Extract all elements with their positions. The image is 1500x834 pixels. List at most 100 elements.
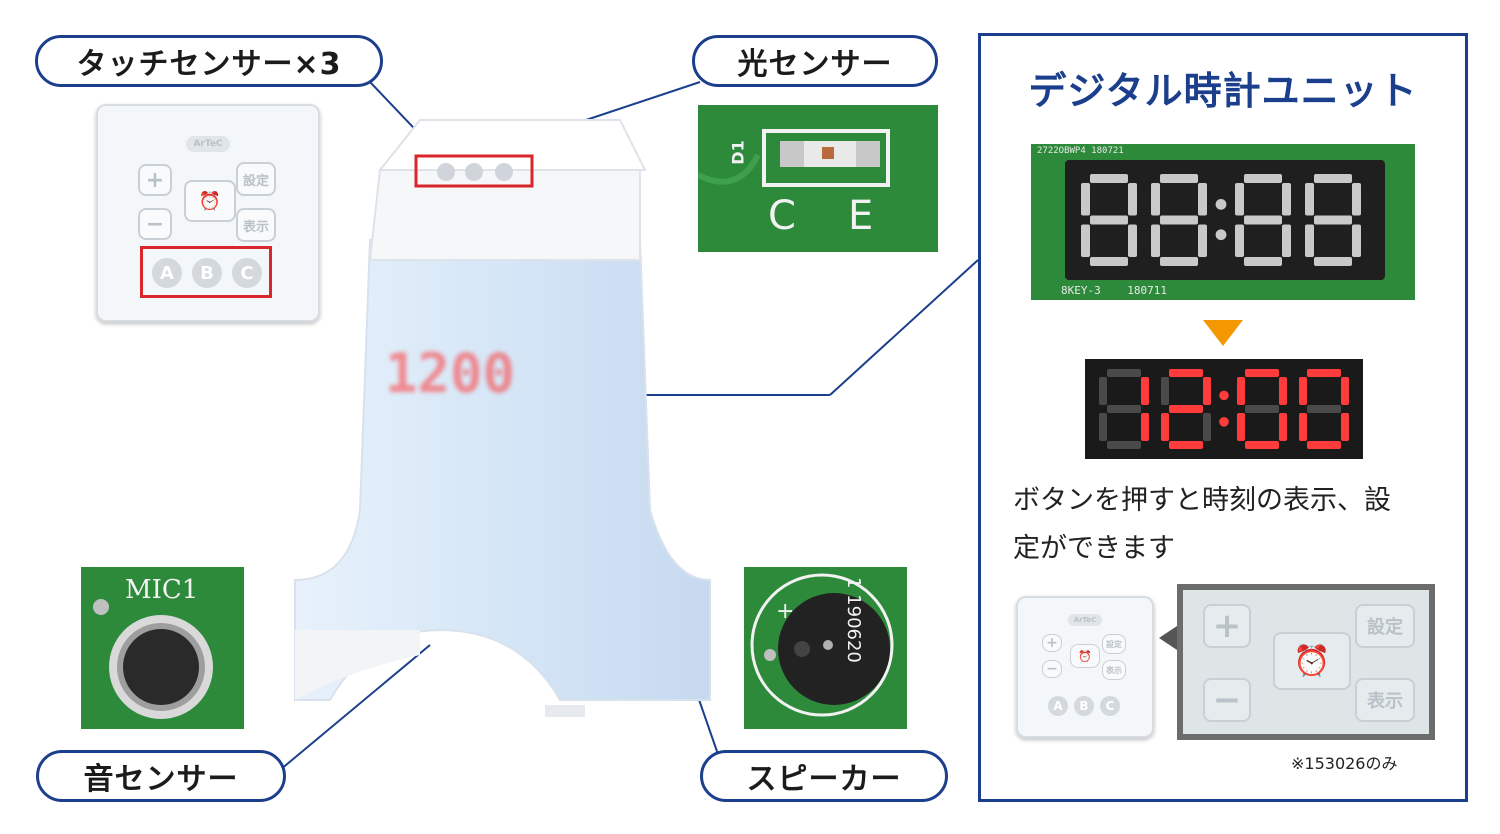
colon-dot-0 xyxy=(1215,198,1227,210)
unlit-segment-digits xyxy=(1081,174,1361,266)
small-alarm-clock-icon: ⏰ xyxy=(1078,649,1092,663)
buzzer-graphic xyxy=(750,573,894,717)
segment-3-a xyxy=(1314,174,1352,183)
segment-2-c xyxy=(1282,224,1291,257)
segment-0-e xyxy=(1081,224,1090,257)
light-sensor-label: 光センサー xyxy=(692,35,938,87)
small-button-c[interactable]: C xyxy=(1100,696,1120,716)
small-minus-button[interactable]: − xyxy=(1042,660,1062,678)
segment-0-c xyxy=(1128,224,1137,257)
model-note: ※153026のみ xyxy=(1291,754,1398,773)
pointer-triangle-icon xyxy=(1159,626,1177,650)
segment-2-a xyxy=(1245,369,1279,377)
c-print: C xyxy=(768,193,796,239)
button-a[interactable]: A xyxy=(152,258,182,288)
segment-0-g xyxy=(1107,405,1141,413)
segment-0-b xyxy=(1141,377,1149,405)
colon-dot-1 xyxy=(1219,417,1229,427)
segment-3-e xyxy=(1299,413,1307,441)
segment-0-d xyxy=(1107,441,1141,449)
segment-0-e xyxy=(1099,413,1107,441)
segment-0-a xyxy=(1090,174,1128,183)
display-button[interactable]: 表示 xyxy=(236,208,276,242)
segment-1-d xyxy=(1160,257,1198,266)
enlarged-settings-button[interactable]: 設定 xyxy=(1355,604,1415,648)
touch-panel-closeup: ArTeC + − ⏰ 設定 表示 A B C xyxy=(96,104,320,322)
segment-1-b xyxy=(1203,377,1211,405)
enlarged-plus-button[interactable]: + xyxy=(1203,604,1251,648)
segment-1-e xyxy=(1161,413,1169,441)
sound-sensor-label: 音センサー xyxy=(36,750,286,802)
enlarged-alarm-clock-icon: ⏰ xyxy=(1293,643,1331,679)
minus-button[interactable]: − xyxy=(138,208,172,240)
segment-3-b xyxy=(1352,183,1361,216)
segment-0-g xyxy=(1090,215,1128,225)
e-print: E xyxy=(848,193,874,239)
small-button-b[interactable]: B xyxy=(1074,696,1094,716)
segment-0-a xyxy=(1107,369,1141,377)
speaker-label: スピーカー xyxy=(700,750,948,802)
segment-2-b xyxy=(1279,377,1287,405)
speaker-plus-print: + xyxy=(776,599,795,624)
colon-dot-1 xyxy=(1215,229,1227,241)
small-artec-logo: ArTeC xyxy=(1068,614,1102,626)
button-c[interactable]: C xyxy=(232,258,262,288)
button-b[interactable]: B xyxy=(192,258,222,288)
segment-0-b xyxy=(1128,183,1137,216)
segment-1-a xyxy=(1169,369,1203,377)
segment-1-b xyxy=(1198,183,1207,216)
small-display-button[interactable]: 表示 xyxy=(1102,660,1126,680)
segment-2-e xyxy=(1237,413,1245,441)
mic1-print: MIC1 xyxy=(125,575,199,605)
abc-highlight-box xyxy=(140,246,272,298)
lit-segment-digits xyxy=(1099,369,1349,449)
small-button-a[interactable]: A xyxy=(1048,696,1068,716)
lamp-led-readout: 1200 xyxy=(385,342,516,405)
segment-3-a xyxy=(1307,369,1341,377)
small-plus-button[interactable]: + xyxy=(1042,634,1062,652)
enlarged-alarm-button[interactable]: ⏰ xyxy=(1273,632,1351,690)
alarm-clock-icon: ⏰ xyxy=(198,190,222,212)
enlarged-display-button[interactable]: 表示 xyxy=(1355,678,1415,722)
enlarged-panel-view: + − ⏰ 設定 表示 xyxy=(1177,584,1435,740)
segment-1-g xyxy=(1160,215,1198,225)
segment-3-d xyxy=(1314,257,1352,266)
segment-3-e xyxy=(1305,224,1314,257)
sound-sensor-photo: MIC1 xyxy=(81,567,244,729)
segment-2-g xyxy=(1244,215,1282,225)
segment-1-f xyxy=(1151,183,1160,216)
segment-1-d xyxy=(1169,441,1203,449)
digital-clock-unit-panel: デジタル時計ユニット 2722OBWP4 180721 8KEY-3 18071… xyxy=(978,33,1468,802)
segment-2-b xyxy=(1282,183,1291,216)
microphone-graphic xyxy=(93,599,213,719)
segment-2-f xyxy=(1235,183,1244,216)
settings-button[interactable]: 設定 xyxy=(236,162,276,196)
segment-3-c xyxy=(1341,413,1349,441)
caption-line-2: 定ができます xyxy=(1013,533,1175,564)
small-settings-button[interactable]: 設定 xyxy=(1102,634,1126,654)
artec-logo: ArTeC xyxy=(186,136,230,152)
segment-1-g xyxy=(1169,405,1203,413)
segment-1-f xyxy=(1161,377,1169,405)
segment-0-c xyxy=(1141,413,1149,441)
segment-3-f xyxy=(1299,377,1307,405)
lit-segment-display xyxy=(1085,359,1363,459)
light-sensor-photo: D1 C E xyxy=(698,105,938,252)
segment-0-d xyxy=(1090,257,1128,266)
unlit-segment-display xyxy=(1065,160,1385,280)
segment-1-c xyxy=(1198,224,1207,257)
segment-1-a xyxy=(1160,174,1198,183)
plus-button[interactable]: + xyxy=(138,164,172,196)
segment-2-f xyxy=(1237,377,1245,405)
segment-3-b xyxy=(1341,377,1349,405)
small-alarm-button[interactable]: ⏰ xyxy=(1070,644,1100,668)
segment-3-g xyxy=(1307,405,1341,413)
segment-2-g xyxy=(1245,405,1279,413)
enlarged-minus-button[interactable]: − xyxy=(1203,678,1251,722)
touch-sensor-label: タッチセンサー×3 xyxy=(35,35,383,87)
down-arrow-icon xyxy=(1203,320,1243,346)
segment-1-c xyxy=(1203,413,1211,441)
alarm-button[interactable]: ⏰ xyxy=(184,180,236,222)
speaker-pcb-print: 1 190620 xyxy=(843,577,864,663)
segment-3-g xyxy=(1314,215,1352,225)
